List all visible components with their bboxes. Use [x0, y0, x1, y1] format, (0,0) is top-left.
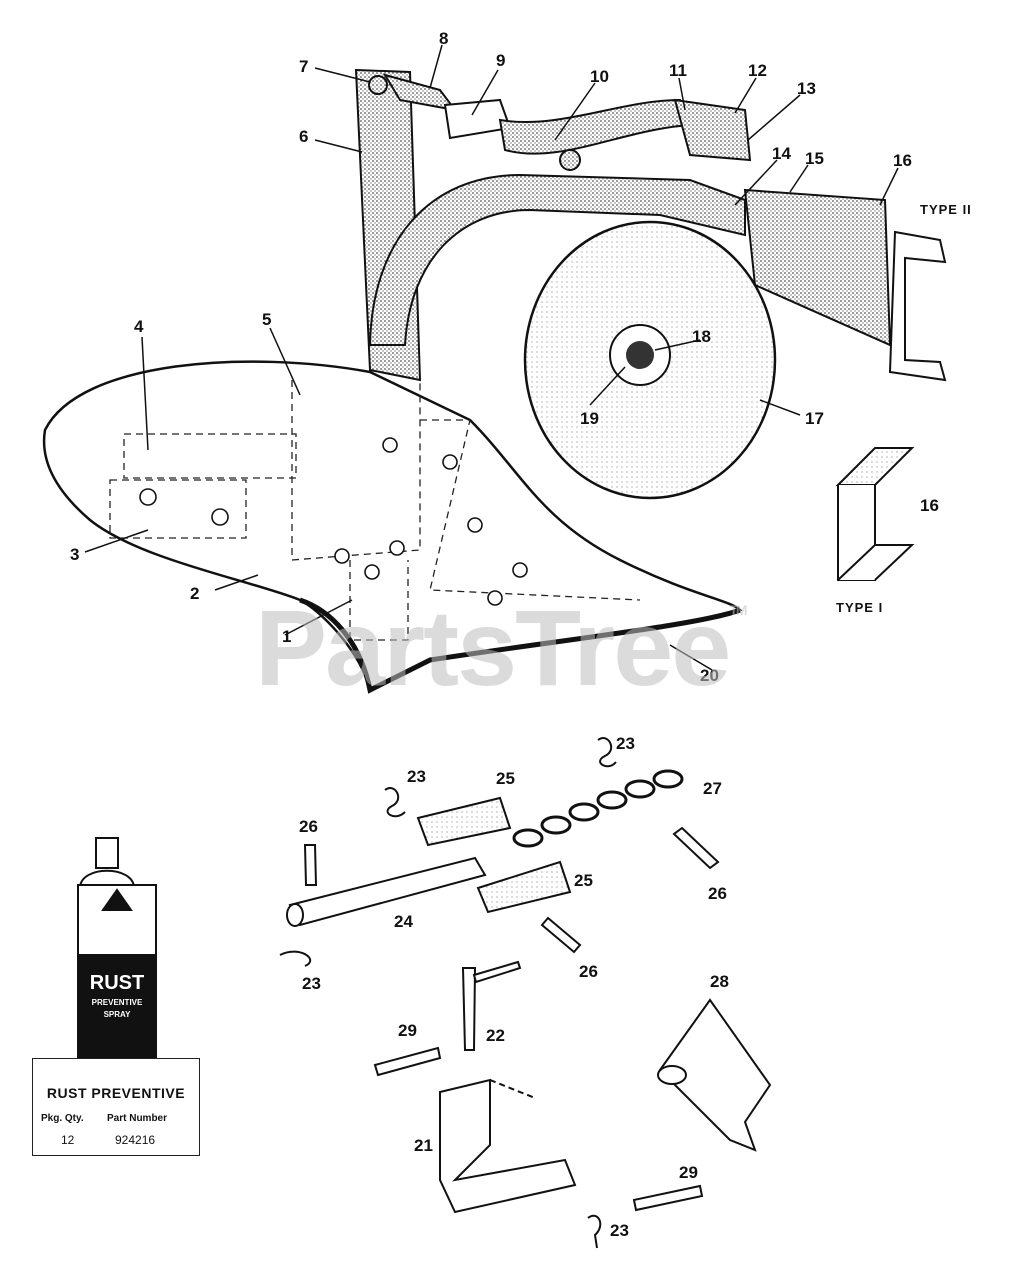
- hairpin-clips-23: [279, 737, 617, 1249]
- callout-23-d: 23: [610, 1221, 629, 1240]
- callout-12: 12: [748, 61, 767, 80]
- hitch-linkage: [368, 73, 752, 171]
- callout-18: 18: [692, 327, 711, 346]
- callout-11: 11: [669, 61, 687, 80]
- can-rust-word: RUST: [89, 972, 145, 994]
- callout-1: 1: [282, 627, 292, 646]
- bolts: [139, 437, 528, 606]
- callout-28: 28: [710, 972, 729, 991]
- callout-25-b: 25: [574, 871, 593, 890]
- callout-16-type-ii: 16: [893, 151, 912, 170]
- watermark-tm: TM: [729, 602, 747, 618]
- callout-15: 15: [805, 149, 824, 168]
- callout-8: 8: [439, 29, 449, 48]
- chain-27: [512, 769, 684, 848]
- type-i-bracket: [835, 447, 915, 581]
- callout-17: 17: [805, 409, 824, 428]
- moldboard-part: [42, 360, 743, 694]
- callout-21: 21: [414, 1136, 433, 1155]
- callout-26-a: 26: [299, 817, 318, 836]
- callout-29-a: 29: [398, 1021, 417, 1040]
- pins-29: [373, 1046, 704, 1212]
- callout-23-b: 23: [616, 734, 635, 753]
- callout-27: 27: [703, 779, 722, 798]
- hinge-28: [657, 998, 772, 1152]
- watermark: PartsTreeTM: [255, 585, 748, 710]
- callout-5: 5: [262, 310, 272, 329]
- rust-box-qty: 12: [61, 1133, 75, 1147]
- callout-13: 13: [797, 79, 816, 98]
- leader-lines: [84, 44, 899, 671]
- callout-9: 9: [496, 51, 506, 70]
- clevis-plates-25: [416, 796, 572, 914]
- beam-part: [368, 173, 746, 346]
- rust-box-qty-header: Pkg. Qty.: [41, 1113, 84, 1124]
- rust-box-title: RUST PREVENTIVE: [46, 1085, 186, 1101]
- lift-pin-22: [461, 960, 522, 1051]
- callout-24: 24: [394, 912, 413, 931]
- callout-10: 10: [590, 67, 609, 86]
- callout-26-c: 26: [579, 962, 598, 981]
- callout-23-a: 23: [407, 767, 426, 786]
- rust-box-part-number: 924216: [115, 1133, 156, 1147]
- callout-22: 22: [486, 1026, 505, 1045]
- can-sub1: PREVENTIVE: [91, 998, 143, 1007]
- rust-box-part-header: Part Number: [107, 1113, 168, 1124]
- hitch-pin-24: [286, 856, 487, 927]
- can-sub2: SPRAY: [103, 1010, 131, 1019]
- callout-2: 2: [190, 584, 200, 603]
- callout-4: 4: [134, 317, 144, 336]
- callout-3: 3: [70, 545, 80, 564]
- callout-20: 20: [700, 666, 719, 685]
- callout-16-type-i: 16: [920, 496, 939, 515]
- hidden-lines: [109, 380, 641, 641]
- clevis-pins-26: [303, 826, 720, 954]
- clevis-bracket-21: [439, 1078, 577, 1214]
- callout-26-b: 26: [708, 884, 727, 903]
- type-ii-label: TYPE II: [920, 202, 972, 217]
- coulter-disc: [523, 220, 777, 500]
- callout-7: 7: [299, 57, 309, 76]
- rear-bracket: [743, 188, 947, 382]
- callout-23-c: 23: [302, 974, 321, 993]
- type-i-label: TYPE I: [836, 600, 884, 615]
- callout-29-b: 29: [679, 1163, 698, 1182]
- watermark-text: PartsTree: [255, 587, 731, 708]
- callout-19: 19: [580, 409, 599, 428]
- rust-preventive-box: RUST PREVENTIVE Pkg. Qty. Part Number 12…: [32, 1058, 200, 1156]
- callout-14: 14: [772, 144, 791, 163]
- rust-preventive-can: [77, 837, 157, 1066]
- callout-6: 6: [299, 127, 309, 146]
- callout-25-a: 25: [496, 769, 515, 788]
